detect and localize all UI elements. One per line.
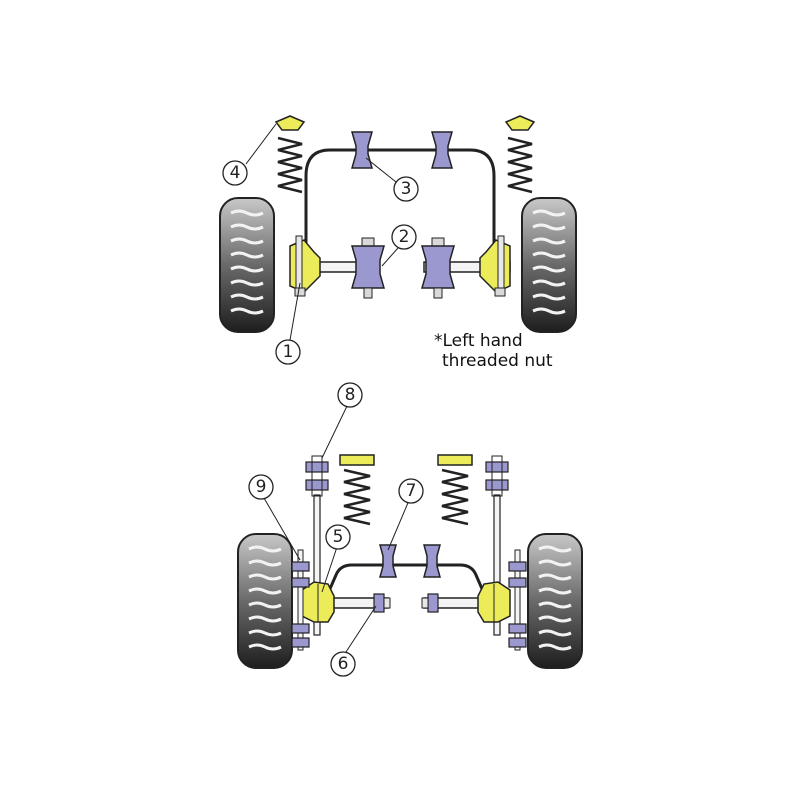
inner-arm-bush-right — [421, 593, 439, 613]
callout-3: 3 — [393, 176, 419, 202]
callout-6-label: 6 — [338, 654, 349, 674]
tyre-left-bottom — [237, 533, 293, 669]
rear-assembly — [237, 454, 583, 669]
link-bush-right — [508, 549, 527, 651]
callout-5-label: 5 — [333, 527, 344, 547]
callout-5: 5 — [325, 524, 351, 550]
tyre-left-top — [219, 197, 275, 333]
link-bush-left — [291, 549, 310, 651]
note-line-2: threaded nut — [442, 351, 553, 371]
callout-9: 9 — [248, 474, 274, 500]
rear-wishbone-bush-right — [421, 237, 455, 299]
callout-2: 2 — [391, 224, 417, 250]
anti-roll-bar-rear — [324, 563, 488, 599]
callout-7-label: 7 — [406, 481, 417, 501]
callout-2-label: 2 — [399, 227, 410, 247]
spring-left-bottom — [339, 454, 375, 526]
callout-7: 7 — [398, 478, 424, 504]
anti-roll-bar-front — [304, 148, 496, 268]
callout-1: 1 — [275, 339, 301, 365]
arb-bush-rear-left — [379, 544, 397, 578]
callout-8: 8 — [337, 382, 363, 408]
shock-left — [305, 455, 329, 636]
spring-right-bottom — [437, 454, 473, 526]
callout-4-label: 4 — [230, 163, 241, 183]
callout-4: 4 — [222, 160, 248, 186]
hub-bush-left — [301, 581, 335, 623]
front-assembly — [219, 115, 577, 333]
spring-right-top — [504, 115, 536, 194]
callout-6: 6 — [330, 651, 356, 677]
spring-left-top — [274, 115, 306, 194]
callout-8-label: 8 — [345, 385, 356, 405]
leader-lines — [245, 123, 411, 653]
tyre-right-bottom — [527, 533, 583, 669]
note-line-1: *Left hand — [434, 331, 523, 351]
arb-bush-rear-right — [423, 544, 441, 578]
front-bush-left — [289, 235, 321, 297]
front-bush-right — [479, 235, 511, 297]
tyre-right-top — [521, 197, 577, 333]
rear-wishbone-bush-left — [351, 237, 385, 299]
inner-arm-bush-left — [373, 593, 391, 613]
arb-bush-front-right — [431, 131, 453, 169]
shock-right — [485, 455, 509, 636]
hub-bush-right — [477, 581, 511, 623]
callout-9-label: 9 — [256, 477, 267, 497]
callout-1-label: 1 — [283, 342, 294, 362]
callout-3-label: 3 — [401, 179, 412, 199]
